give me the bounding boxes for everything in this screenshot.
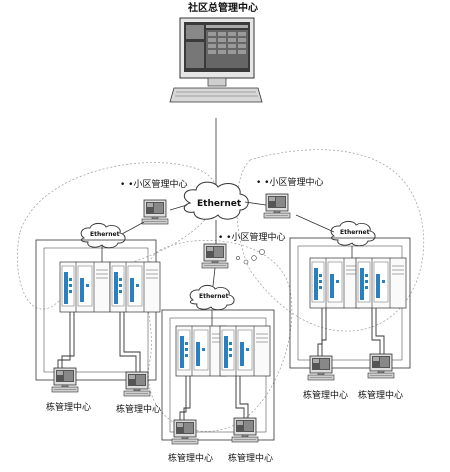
main-center-label: 社区总管理中心 [188, 3, 258, 14]
xiaoqu-computer-center [201, 243, 229, 269]
bubble-dots [236, 249, 265, 265]
dong-label-3: 栋管理中心 [303, 391, 349, 401]
xiaoqu-computer-left [141, 199, 169, 225]
ethernet-main-label: Ethernet [197, 199, 242, 209]
xiaoqu-right-text: 小区管理中心 [269, 178, 324, 188]
main-server-computer [169, 17, 263, 103]
xiaoqu-left-label: • •小区管理中心 [120, 180, 188, 190]
dong-label-5: 栋管理中心 [168, 454, 214, 464]
building-group-right [289, 237, 411, 381]
ethernet-center-cloud [189, 284, 235, 311]
xiaoqu-right-label: • •小区管理中心 [256, 178, 324, 188]
building-group-left [35, 239, 161, 397]
xiaoqu-left-text: 小区管理中心 [133, 180, 188, 190]
ethernet-left-label: Ethernet [90, 231, 120, 238]
ethernet-right-cloud [330, 220, 376, 247]
dong-label-2: 栋管理中心 [116, 405, 162, 415]
dong-label-1: 栋管理中心 [46, 403, 92, 413]
main-links [169, 201, 267, 245]
xiaoqu-center-text: 小区管理中心 [231, 233, 286, 243]
dong-label-6: 栋管理中心 [228, 454, 274, 464]
dong-label-4: 栋管理中心 [358, 391, 404, 401]
ethernet-right-label: Ethernet [340, 229, 370, 236]
building-group-center [161, 309, 275, 445]
ethernet-left-cloud [80, 222, 126, 249]
xiaoqu-center-label: • •小区管理中心 [218, 233, 286, 243]
xiaoqu-computer-right [263, 193, 291, 219]
ethernet-center-label: Ethernet [199, 293, 229, 300]
